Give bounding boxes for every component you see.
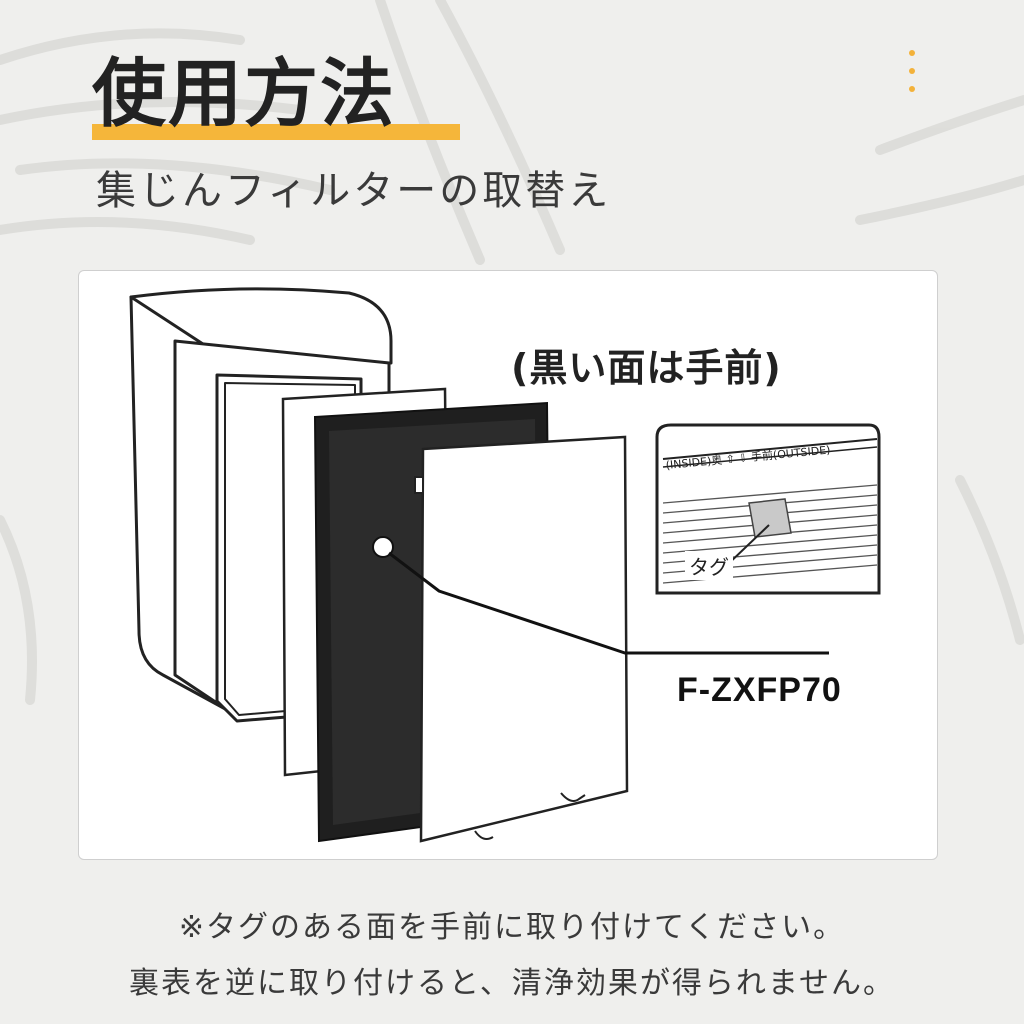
orientation-label: (黒い面は手前)	[511, 346, 782, 390]
dust-filter-sheet	[414, 435, 629, 843]
tag-label: タグ	[685, 551, 733, 580]
instruction-note-1: ※タグのある面を手前に取り付けてください。	[178, 910, 846, 945]
up-arrow-icon: ⇧	[725, 452, 736, 467]
page-subtitle: 集じんフィルターの取替え	[96, 168, 612, 214]
title-highlight-bar	[92, 124, 460, 140]
instruction-note-2: 裏表を逆に取り付けると、清浄効果が得られません。	[129, 966, 895, 1001]
filter-diagram-card: (黒い面は手前) (INSIDE)奥 ⇧ ⇩ 手前(OUTSIDE) タグ F-…	[78, 270, 938, 860]
title-block: 使用方法	[92, 46, 460, 142]
page-title: 使用方法	[92, 51, 396, 137]
leader-line	[388, 551, 829, 655]
more-vertical-icon[interactable]	[906, 48, 918, 96]
down-arrow-icon: ⇩	[737, 451, 749, 466]
filter-installation-diagram	[129, 287, 881, 843]
model-label: F-ZXFP70	[677, 671, 842, 709]
